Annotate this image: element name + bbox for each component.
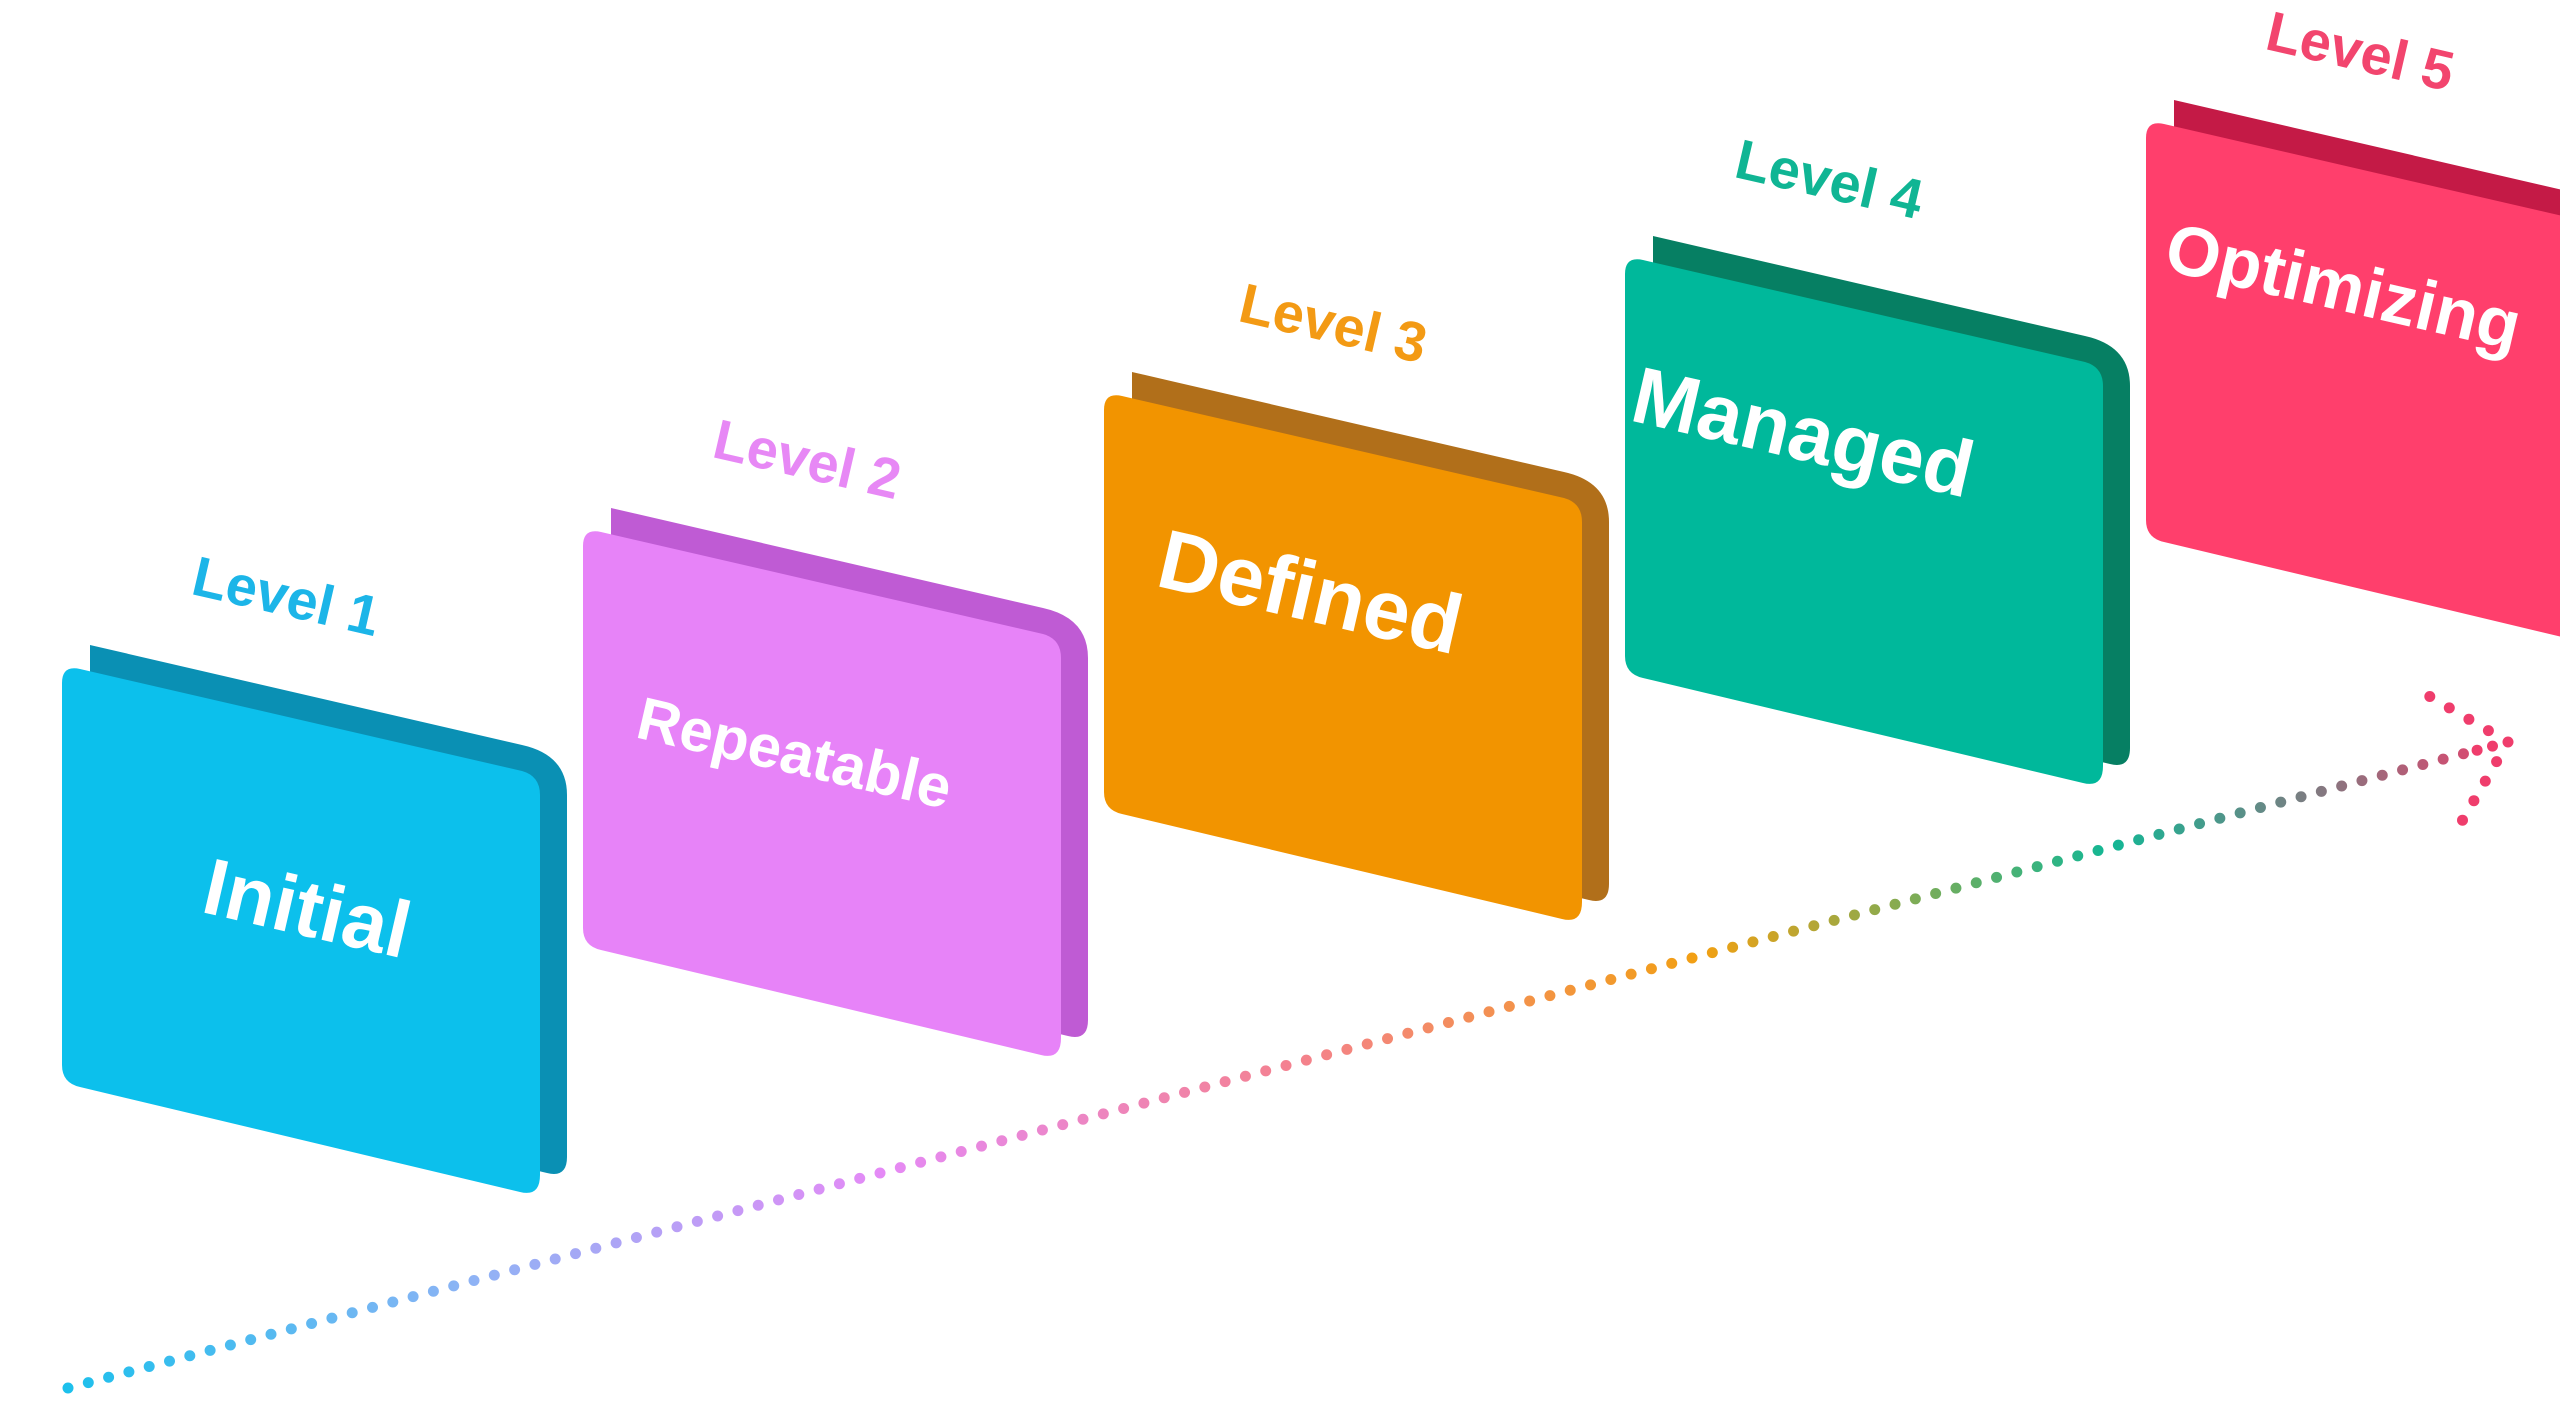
- progress-arrow-line: [62, 746, 2476, 1394]
- level-card-4: Managed Level 4: [1624, 127, 2130, 784]
- arrow-head-dot: [2479, 775, 2491, 787]
- card-front-panel: [2146, 123, 2560, 637]
- level-card-1: Initial Level 1: [62, 544, 567, 1193]
- arrow-head-dot: [2457, 814, 2468, 826]
- arrow-head-dot: [2502, 736, 2514, 748]
- level-card-5: Optimizing Level 5: [2146, 0, 2560, 637]
- card-front-panel: [62, 668, 540, 1193]
- level-label: Level 5: [2261, 0, 2460, 103]
- level-card-2: Repeatable Level 2: [583, 407, 1088, 1056]
- card-front-panel: [1104, 395, 1582, 920]
- card-front-panel: [1625, 259, 2103, 784]
- arrow-head-dot: [2491, 756, 2503, 768]
- arrow-head-dot: [2424, 691, 2436, 702]
- level-label: Level 3: [1234, 271, 1433, 375]
- level-label: Level 1: [187, 544, 386, 648]
- level-label: Level 2: [708, 407, 907, 511]
- level-card-3: Defined Level 3: [1104, 271, 1609, 920]
- arrow-head-dot: [2443, 702, 2455, 714]
- arrow-head-dot: [2487, 740, 2498, 752]
- arrow-head-dot: [2463, 713, 2475, 725]
- card-front-panel: [583, 531, 1061, 1056]
- arrow-head-dot: [2468, 795, 2480, 807]
- arrow-head-icon: [2424, 691, 2514, 826]
- arrow-head-dot: [2471, 744, 2483, 756]
- arrow-head-dot: [2482, 725, 2494, 737]
- progress-arrow: [62, 691, 2514, 1394]
- level-label: Level 4: [1730, 127, 1929, 231]
